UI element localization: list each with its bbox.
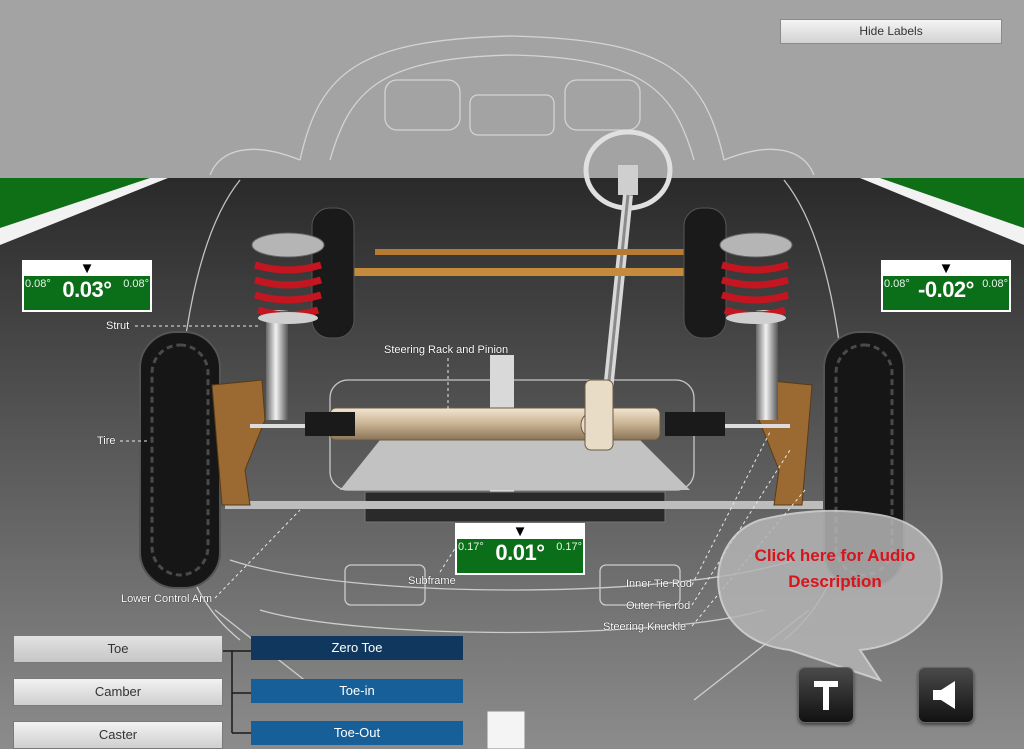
caster-button[interactable]: Caster [13,721,223,749]
toe-button[interactable]: Toe [13,635,223,663]
audio-description-link[interactable]: Click here for Audio Description [730,543,940,595]
audio-button[interactable] [918,667,974,723]
gauge-bar: 0.17° 0.01° 0.17° [457,539,583,573]
gauge-high-limit: 0.08° [123,278,149,290]
gauge-low-limit: 0.08° [884,278,910,290]
camber-button[interactable]: Camber [13,678,223,706]
gauge-low-limit: 0.08° [25,278,51,290]
left-toe-gauge: ▼ 0.08° 0.03° 0.08° [22,260,152,312]
front-tire-left [139,331,221,589]
total-toe-gauge: ▼ 0.17° 0.01° 0.17° [455,523,585,575]
label-steering-knuckle: Steering Knuckle [603,621,687,633]
toe-in-button[interactable]: Toe-in [251,679,463,703]
label-tire: Tire [97,435,116,447]
toe-out-button[interactable]: Toe-Out [251,721,463,745]
speaker-icon [933,681,955,709]
gauge-value: 0.01° [495,540,545,565]
audio-line-1: Click here for Audio [754,546,916,565]
gauge-bar: 0.08° 0.03° 0.08° [24,276,150,310]
down-arrow-icon: ▼ [79,260,95,277]
label-lower-control-arm: Lower Control Arm [121,593,213,605]
strut-left-shape [251,232,325,420]
label-inner-tie-rod: Inner Tie Rod [626,578,693,590]
gauge-value: 0.03° [62,277,112,302]
label-steering-rack: Steering Rack and Pinion [384,344,509,356]
down-arrow-icon: ▼ [512,523,528,540]
gauge-bar: 0.08° -0.02° 0.08° [883,276,1009,310]
steering-rack-shape [250,379,790,451]
zero-toe-button[interactable]: Zero Toe [251,636,463,660]
down-arrow-icon: ▼ [938,260,954,277]
gauge-value: -0.02° [918,277,974,302]
label-strut: Strut [106,320,130,332]
gauge-low-limit: 0.17° [458,541,484,553]
text-transcript-button[interactable] [798,667,854,723]
label-subframe: Subframe [408,575,456,587]
label-outer-tie-rod: Outer Tie rod [626,600,691,612]
text-t-icon [814,681,838,710]
right-toe-gauge: ▼ 0.08° -0.02° 0.08° [881,260,1011,312]
strut-right-shape [719,232,793,420]
gauge-high-limit: 0.17° [556,541,582,553]
gauge-high-limit: 0.08° [982,278,1008,290]
hide-labels-button[interactable]: Hide Labels [780,19,1002,44]
audio-line-2: Description [788,572,882,591]
